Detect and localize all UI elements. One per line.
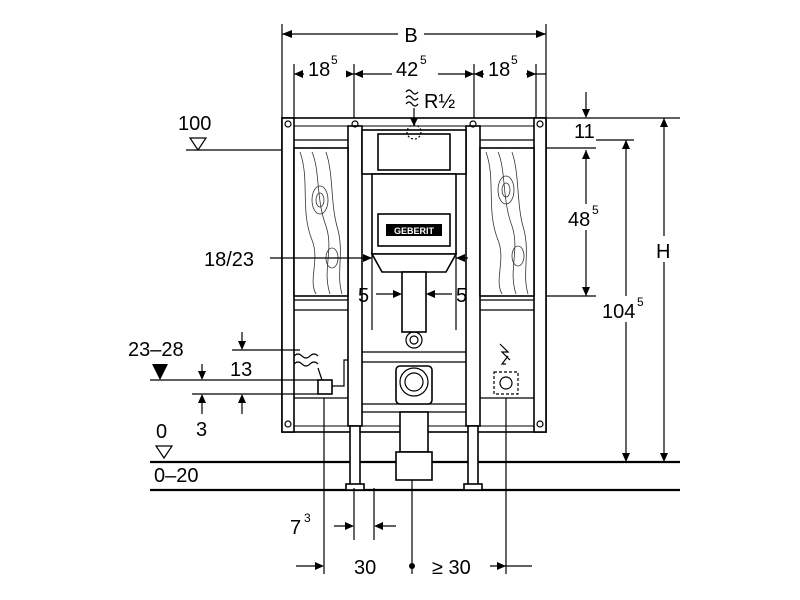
brand-label: GEBERIT (394, 226, 435, 236)
label-d104-sup: 5 (637, 295, 644, 309)
dim-bottom: 7 3 30 ≥ 30 (290, 398, 532, 579)
dim-right-vertical: 11 48 5 104 5 H (546, 92, 680, 462)
dim-left-heights: 23–28 13 3 (128, 332, 323, 441)
electrical-box (493, 343, 519, 395)
level-0: 0 0–20 (154, 421, 199, 487)
label-level-100: 100 (178, 113, 211, 135)
label-d18-23: 18/23 (204, 249, 254, 271)
label-w-left-sup: 5 (331, 53, 338, 67)
dim-18-23: 18/23 (204, 249, 468, 330)
label-d7-sup: 3 (304, 511, 311, 525)
dim-B: B (281, 22, 547, 118)
waste-connection (395, 365, 433, 481)
label-H: H (656, 241, 670, 263)
label-d0-20: 0–20 (154, 465, 199, 487)
water-inlet (317, 359, 348, 395)
label-d13: 13 (230, 359, 252, 381)
cistern: GEBERIT (361, 129, 467, 349)
label-d23-28: 23–28 (128, 339, 184, 361)
pipe-connection: R½ (405, 89, 455, 140)
label-w-right: 18 (488, 59, 510, 81)
label-w-mid: 42 (396, 59, 418, 81)
label-d3: 3 (196, 419, 207, 441)
wood-panel-left (293, 147, 349, 297)
label-w-mid-sup: 5 (420, 53, 427, 67)
label-d5-right: 5 (456, 285, 467, 307)
label-d11: 11 (574, 121, 595, 143)
wood-panel-right (479, 147, 535, 297)
label-w-left: 18 (308, 59, 330, 81)
label-w-right-sup: 5 (511, 53, 518, 67)
dim-5-5: 5 5 (358, 285, 467, 307)
label-level-0: 0 (156, 421, 167, 443)
label-d104: 104 (602, 301, 635, 323)
level-100: 100 (178, 113, 282, 152)
dim-widths: 18 5 42 5 18 5 (293, 53, 546, 118)
label-dge30: ≥ 30 (432, 557, 471, 579)
label-d30: 30 (354, 557, 376, 579)
label-d48: 48 (568, 209, 590, 231)
label-d5-left: 5 (358, 285, 369, 307)
label-B: B (404, 25, 417, 47)
brand-plate (386, 224, 442, 236)
label-d7: 7 (290, 517, 301, 539)
label-pipe: R½ (424, 91, 455, 113)
label-d48-sup: 5 (592, 203, 599, 217)
